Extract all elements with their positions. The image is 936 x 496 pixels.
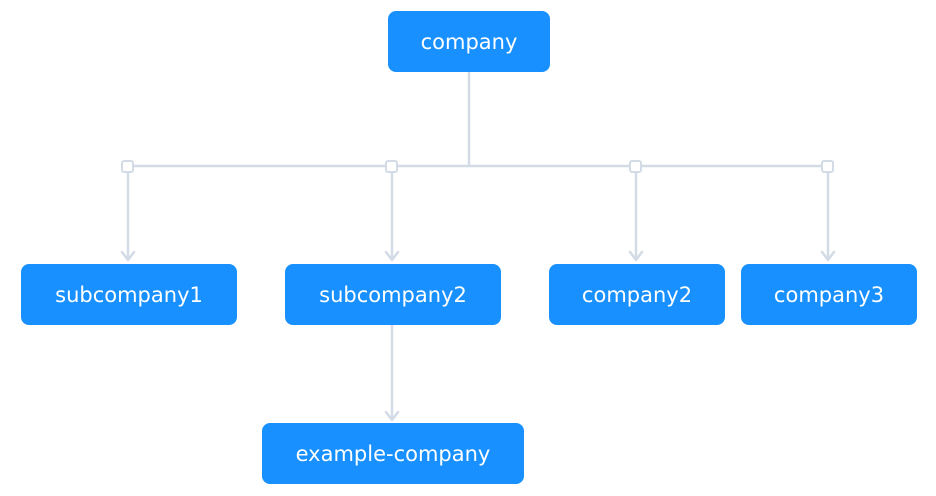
node-subcompany2[interactable]: subcompany2	[285, 264, 501, 325]
node-subcompany2-box[interactable]	[285, 264, 501, 325]
arrowhead-subcompany2	[384, 250, 400, 262]
node-company2[interactable]: company2	[549, 264, 725, 325]
node-root-label: company	[421, 30, 518, 54]
node-company2-label: company2	[582, 283, 692, 307]
junction-company3	[821, 160, 834, 173]
node-company3[interactable]: company3	[741, 264, 917, 325]
node-root[interactable]: company	[388, 11, 550, 72]
node-company2-box[interactable]	[549, 264, 725, 325]
node-subcompany2-label: subcompany2	[319, 283, 467, 307]
node-company3-label: company3	[774, 283, 884, 307]
node-example-company-label: example-company	[296, 442, 491, 466]
node-root-box[interactable]	[388, 11, 550, 72]
junction-company2	[629, 160, 642, 173]
arrowhead-company2	[628, 250, 644, 262]
arrowhead-company3	[820, 250, 836, 262]
node-subcompany1[interactable]: subcompany1	[21, 264, 237, 325]
junction-subcompany2	[385, 160, 398, 173]
node-subcompany1-box[interactable]	[21, 264, 237, 325]
node-subcompany1-label: subcompany1	[55, 283, 203, 307]
junction-subcompany1	[121, 160, 134, 173]
edges	[120, 72, 836, 422]
arrowhead-subcompany1	[120, 250, 136, 262]
arrowhead-example-company	[384, 410, 400, 422]
node-example-company[interactable]: example-company	[262, 423, 524, 484]
node-company3-box[interactable]	[741, 264, 917, 325]
node-example-company-box[interactable]	[262, 423, 524, 484]
